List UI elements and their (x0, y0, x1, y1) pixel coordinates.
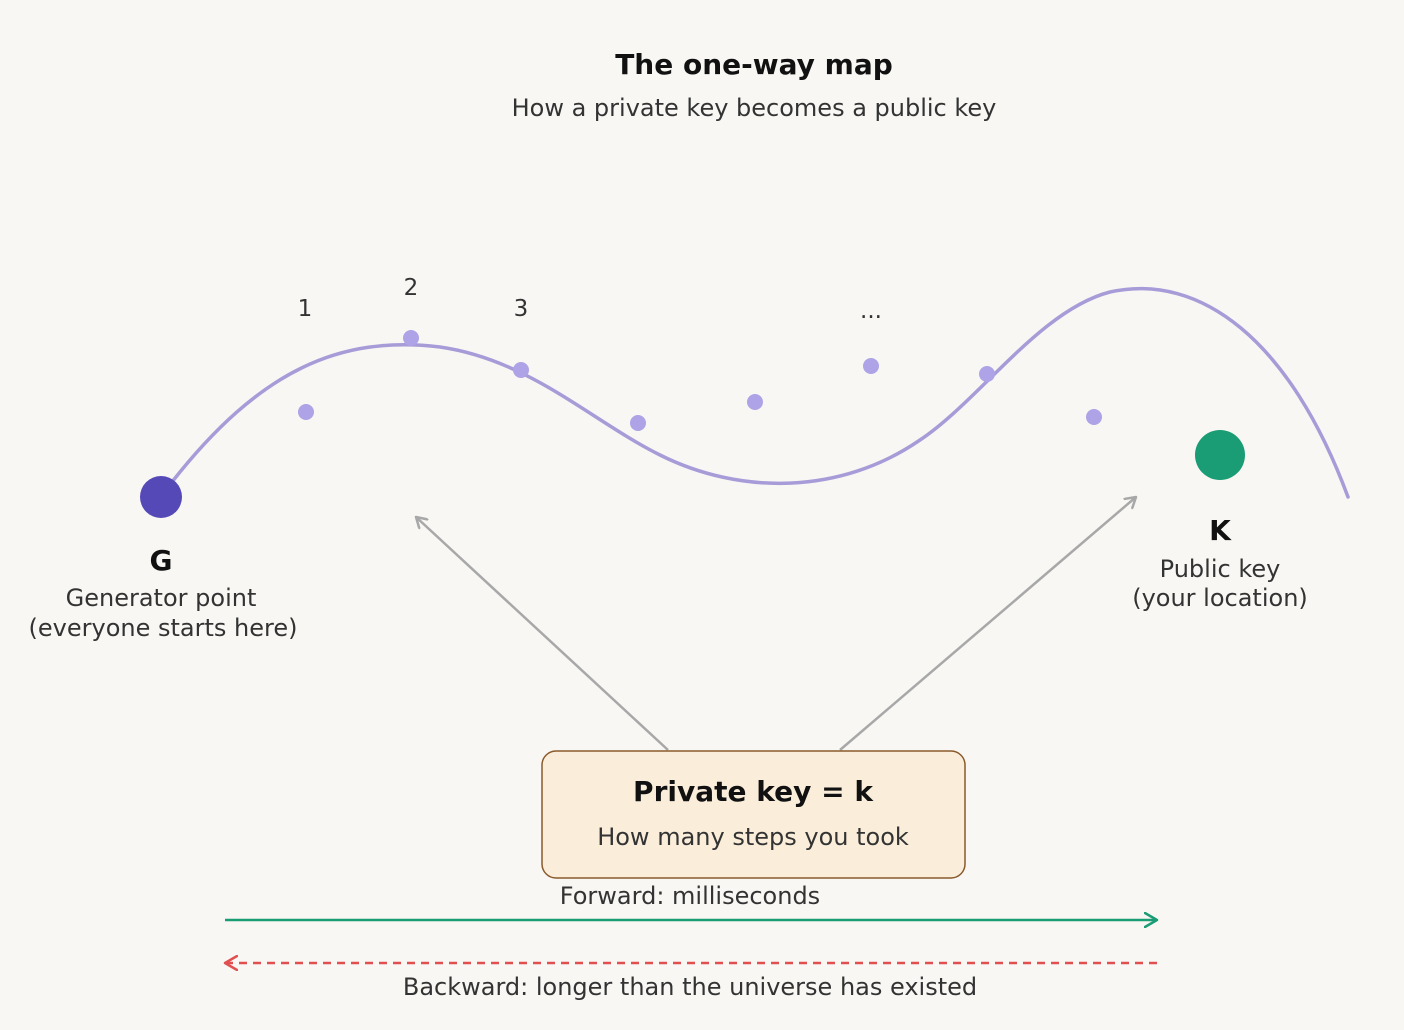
pointer-arrow-left (416, 517, 669, 751)
step-dot (298, 404, 314, 420)
step-label-ellipsis: ... (860, 298, 882, 324)
step-label-2: 2 (404, 275, 419, 301)
public-key-description-line2: (your location) (1132, 584, 1308, 612)
step-dot (863, 358, 879, 374)
diagram-subtitle: How a private key becomes a public key (512, 94, 997, 122)
step-label-3: 3 (514, 296, 529, 322)
private-key-subtitle: How many steps you took (597, 823, 909, 851)
forward-label: Forward: milliseconds (560, 882, 820, 910)
step-dot (403, 330, 419, 346)
step-dot (513, 362, 529, 378)
backward-label: Backward: longer than the universe has e… (403, 973, 977, 1001)
public-key-description-line1: Public key (1160, 555, 1281, 583)
pointer-arrow-right (839, 497, 1136, 751)
step-dots (298, 330, 1102, 431)
public-key-point (1195, 430, 1245, 480)
diagram-title: The one-way map (615, 48, 893, 81)
private-key-title: Private key = k (633, 775, 874, 808)
step-dot (979, 366, 995, 382)
step-dot (1086, 409, 1102, 425)
elliptic-curve-path (170, 286, 1350, 499)
generator-description-line1: Generator point (66, 584, 257, 612)
generator-point (140, 476, 182, 518)
step-dot (747, 394, 763, 410)
step-dot (630, 415, 646, 431)
generator-letter: G (150, 544, 173, 577)
public-key-letter: K (1209, 514, 1232, 547)
private-key-box (541, 750, 966, 879)
generator-description-line2: (everyone starts here) (29, 614, 298, 642)
step-label-1: 1 (298, 296, 313, 322)
